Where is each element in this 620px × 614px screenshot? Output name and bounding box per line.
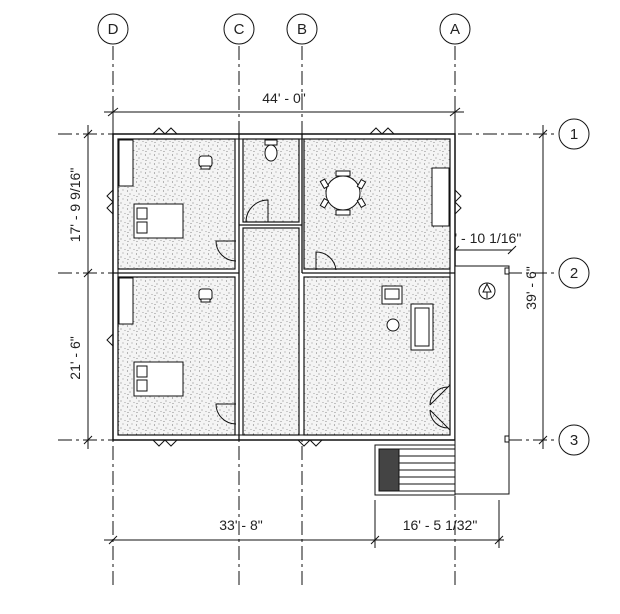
dimension-overall-width: 44' - 0" [104,90,464,126]
bed-lower [133,361,184,397]
dimension-porch-offset: 6' - 10 1/16" [447,230,522,255]
svg-text:D: D [108,21,119,38]
dimension-left-chain: 17' - 9 9/16" 21' - 6" [67,125,93,449]
grid-bubble-d: D [97,13,129,45]
interior-walls [113,134,455,440]
toilet [264,139,278,162]
grid-bubble-a: A [439,13,471,45]
dimension-bottom-right: 16' - 5 1/32" [403,517,478,533]
desk-chair-lower [198,288,213,303]
svg-text:1: 1 [570,126,578,143]
svg-text:6' - 10 1/16": 6' - 10 1/16" [447,230,522,246]
dimension-upper-left: 17' - 9 9/16" [67,168,83,243]
bed-upper [133,203,184,239]
dimension-bottom-left: 33' - 8" [219,517,262,533]
dining-room [303,138,451,270]
svg-text:3: 3 [570,432,578,449]
hallway [242,227,300,436]
svg-text:44' - 0": 44' - 0" [262,90,305,106]
grid-bubble-c: C [223,13,255,45]
grid-bubble-1: 1 [558,118,590,150]
door-bathroom [245,199,269,223]
sofa [410,303,434,351]
desk-chair-upper [198,155,213,170]
door-lower-bedroom [215,403,237,425]
closet-lower [118,277,134,325]
windows [106,127,462,447]
bedroom-lower [117,276,236,436]
living-room [303,276,451,436]
grid-bubble-3: 3 [558,424,590,456]
dimension-right-overall: 39' - 6" [523,125,548,449]
closet-upper [118,139,134,187]
svg-text:C: C [234,21,245,38]
dimension-bottom-chain: 33' - 8" 16' - 5 1/32" [104,500,504,548]
entry-door [429,384,451,431]
side-table [386,318,400,332]
svg-text:B: B [297,21,307,38]
door-upper-bedroom [215,240,237,262]
door-dining [315,251,337,271]
armchair [381,285,403,305]
svg-text:39' - 6": 39' - 6" [523,266,539,309]
dimension-lower-left: 21' - 6" [67,336,83,379]
dining-table [319,170,367,216]
sideboard [431,167,450,227]
grid-bubble-2: 2 [558,257,590,289]
porch [454,265,510,495]
entry-door-swing [429,386,449,429]
svg-text:2: 2 [570,265,578,282]
svg-text:A: A [450,21,460,38]
grid-bubble-b: B [286,13,318,45]
stairs [374,444,456,496]
porch-light-icon [478,282,496,300]
